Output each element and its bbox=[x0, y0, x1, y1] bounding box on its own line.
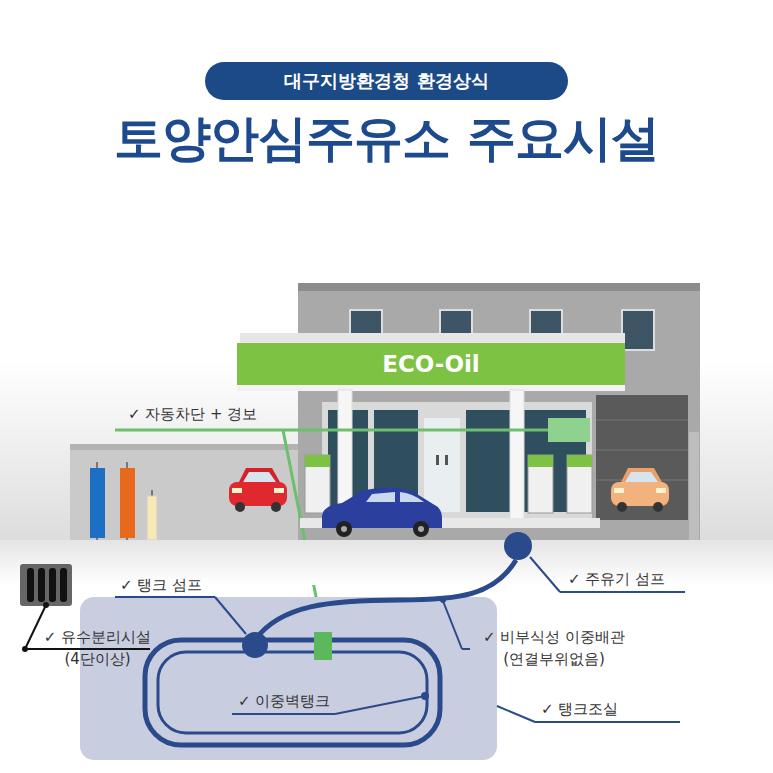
callout-label: ✓ 유수분리시설 (4단이상) bbox=[35, 626, 160, 670]
leader-dot bbox=[421, 692, 429, 700]
red-car bbox=[229, 468, 287, 512]
tank-outer-wall bbox=[145, 640, 440, 745]
sensor bbox=[314, 632, 332, 660]
bollard bbox=[689, 432, 699, 540]
leader-dot bbox=[440, 597, 446, 603]
canopy-sign: ECO-Oil bbox=[237, 343, 625, 385]
callout-label: ✓ 주유기 섬프 bbox=[568, 569, 665, 589]
tank-room bbox=[80, 597, 497, 760]
leader-lines bbox=[115, 557, 685, 722]
tank-inner-wall bbox=[158, 652, 427, 733]
cutoff-device bbox=[548, 418, 590, 442]
orange-car bbox=[611, 468, 669, 512]
callout-label: ✓ 탱크조실 bbox=[541, 699, 618, 719]
callout-label: ✓ 이중벽탱크 bbox=[238, 691, 330, 711]
wall-cap bbox=[70, 444, 300, 450]
pillar bbox=[510, 390, 524, 522]
tank-sump bbox=[242, 632, 268, 658]
flags bbox=[87, 462, 160, 545]
callout-label: ✓ 비부식성 이중배관 (연결부위없음) bbox=[468, 626, 640, 670]
double-pipe bbox=[255, 560, 516, 640]
node-text: 대구지방환경청 환경상식 bbox=[284, 69, 488, 93]
dispenser-sump bbox=[504, 532, 532, 560]
node-text: ECO-Oil bbox=[382, 351, 479, 377]
callout-label: ✓ 탱크 섬프 bbox=[120, 575, 202, 595]
wall bbox=[70, 448, 300, 545]
alarm-wire bbox=[115, 429, 548, 432]
header-pill: 대구지방환경청 환경상식 bbox=[205, 62, 568, 100]
blue-car bbox=[322, 488, 442, 538]
page-title: 토양안심주유소 주요시설 bbox=[0, 110, 773, 169]
callout-label: ✓ 자동차단 + 경보 bbox=[128, 404, 257, 424]
building bbox=[298, 283, 700, 545]
canopy-edge bbox=[237, 385, 625, 391]
